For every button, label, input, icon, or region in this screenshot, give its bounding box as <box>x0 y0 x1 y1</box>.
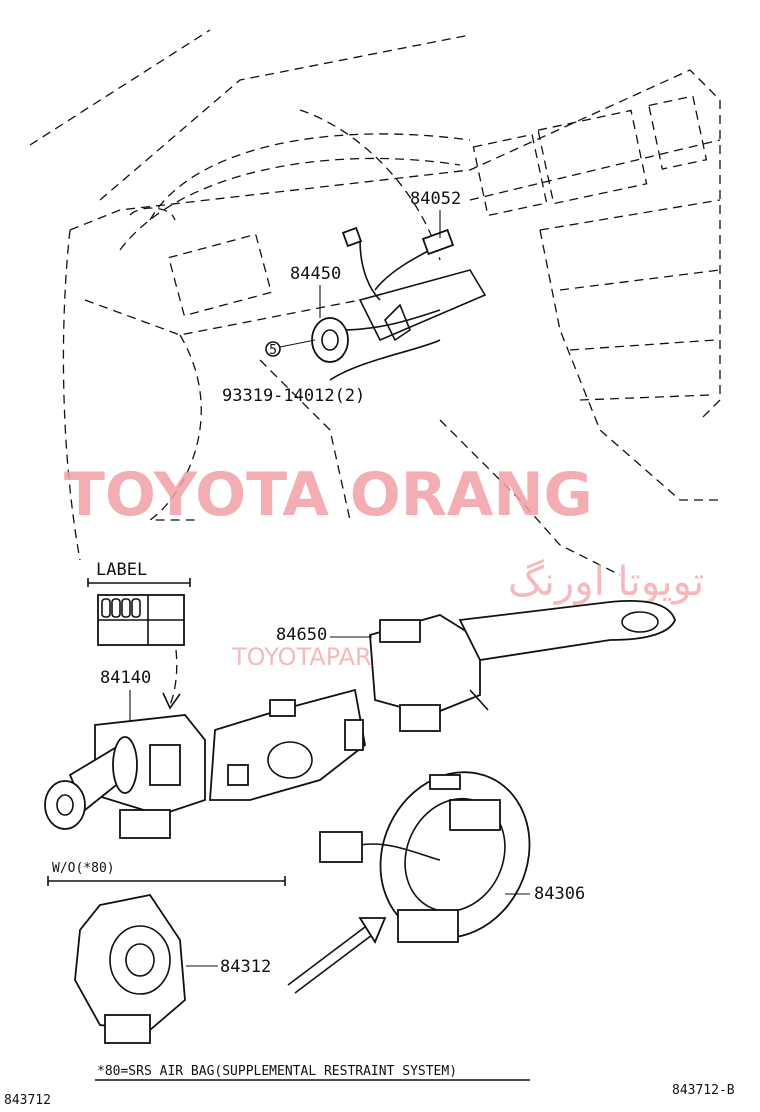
label-box-title: LABEL <box>96 560 147 580</box>
part-84650: 84650 <box>276 625 327 645</box>
label-box: LABEL <box>87 560 191 710</box>
part-84306: 84306 <box>534 884 585 904</box>
assembly-arrow <box>287 917 387 994</box>
part-84052: 84052 <box>410 189 461 209</box>
switch-84650 <box>369 600 676 732</box>
watermark-persian: تویوتا اورنگ <box>508 559 704 605</box>
switch-84140 <box>44 714 206 839</box>
steering-column <box>311 269 487 381</box>
bracket <box>209 688 366 801</box>
part-84140: 84140 <box>100 668 151 688</box>
circled-ref: 5 <box>269 343 277 358</box>
label-barcode-icon <box>101 598 141 618</box>
part-84450: 84450 <box>290 264 341 284</box>
footnote: *80=SRS AIR BAG(SUPPLEMENTAL RESTRAINT S… <box>97 1064 457 1079</box>
watermark-latin: TOYOTA ORANG <box>64 460 593 530</box>
spiral-cable-84306 <box>319 771 531 943</box>
sensor-84052 <box>341 226 455 301</box>
callouts: 84052 84450 5 93319-14012(2) 84140 84650… <box>100 189 585 977</box>
part-93319: 93319-14012(2) <box>222 386 365 406</box>
watermark: TOYOTA ORANG تویوتا اورنگ TOYOTAPART.IR <box>64 460 704 671</box>
footer: *80=SRS AIR BAG(SUPPLEMENTAL RESTRAINT S… <box>4 1064 735 1108</box>
code-left: 843712 <box>4 1093 51 1108</box>
variant-section: W/O(*80) <box>47 861 286 886</box>
dashboard-outline <box>29 29 721 576</box>
code-right: 843712-B <box>672 1083 735 1098</box>
spiral-cable-84312 <box>74 893 186 1044</box>
part-84312: 84312 <box>220 957 271 977</box>
variant-title: W/O(*80) <box>52 861 115 876</box>
